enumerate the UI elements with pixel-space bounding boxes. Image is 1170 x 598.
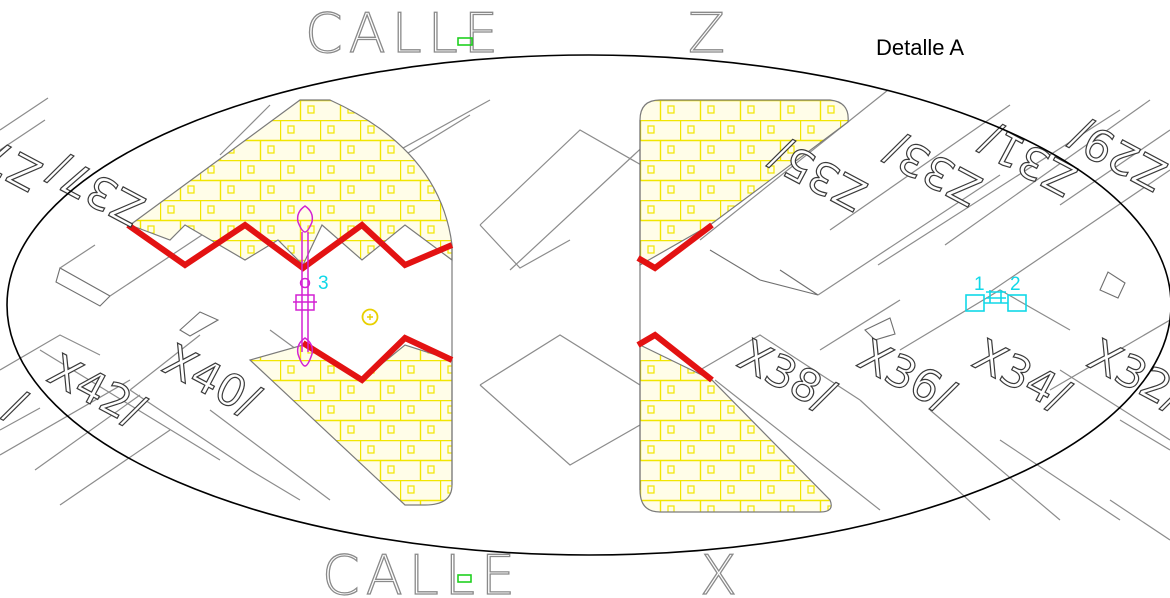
detail-title: Detalle A bbox=[876, 35, 964, 60]
lot-label-x38: X38/ bbox=[730, 330, 843, 423]
green-marker-top bbox=[457, 37, 473, 46]
lot-labels: Z7/ Z37/ Z35/ Z33/ Z31/ Z29/ X42/ X40/ X… bbox=[0, 107, 1170, 438]
lot-label-x34: X34/ bbox=[965, 330, 1078, 423]
green-marker-bottom bbox=[457, 574, 472, 583]
lot-label-x36: X36/ bbox=[850, 330, 963, 423]
street-top-label: CALLE bbox=[305, 2, 504, 65]
zigzag-lower-left bbox=[301, 334, 454, 384]
paving-left bbox=[128, 99, 453, 506]
detail-boundary-ellipse bbox=[6, 54, 1170, 556]
lot-label-z31: Z31/ bbox=[972, 113, 1085, 206]
street-top-letter: Z bbox=[688, 2, 731, 65]
lot-label-x32: X32/ bbox=[1080, 330, 1170, 423]
lot-label-x40: X40/ bbox=[155, 335, 268, 428]
lot-label-z33: Z33/ bbox=[877, 123, 990, 216]
lot-label-z29: Z29/ bbox=[1062, 108, 1170, 201]
zigzag-upper-right bbox=[636, 222, 714, 272]
lot-label-fragment: / bbox=[0, 380, 34, 432]
zigzag-upper-left bbox=[126, 221, 454, 272]
marker-label-1: 1 bbox=[974, 274, 985, 295]
street-name-bottom: CALLE X bbox=[321, 543, 743, 598]
lot-label-x42: X42/ bbox=[40, 345, 153, 438]
street-name-top: CALLE Z bbox=[304, 1, 731, 65]
street-bottom-label: CALLE bbox=[322, 544, 521, 598]
zigzag-markings bbox=[126, 221, 714, 384]
zigzag-lower-right bbox=[636, 331, 714, 383]
marker-label-2: 2 bbox=[1010, 274, 1021, 295]
pole-device bbox=[293, 205, 317, 367]
marker-label-3: 3 bbox=[318, 273, 329, 294]
street-bottom-letter: X bbox=[700, 544, 743, 598]
cyan-equipment bbox=[965, 290, 1027, 312]
paving-right bbox=[639, 99, 849, 513]
lot-label-z37: Z37/ bbox=[40, 143, 153, 236]
yellow-circle-marker bbox=[361, 308, 379, 326]
